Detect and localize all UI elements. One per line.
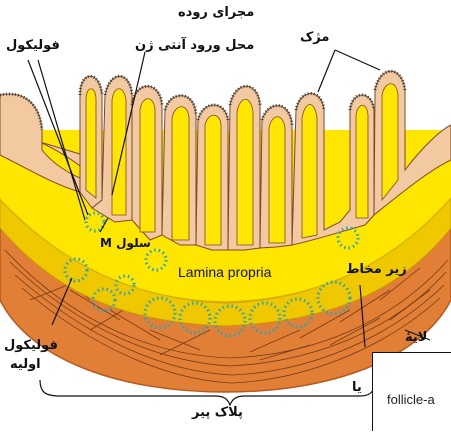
peyers-patch-label: پلاک پیر	[192, 405, 243, 420]
follicle-label: فولیکول	[6, 38, 60, 53]
antigen-entry-label: محل ورود آنتی ژن	[135, 38, 254, 53]
m-cell-label: سلول M	[100, 236, 151, 250]
layer-label: لایهٔ	[405, 330, 427, 345]
submucosa-label: زیر مخاط	[346, 262, 407, 277]
primary-follicle-label-line1: فولیکول	[4, 338, 58, 353]
inset-text: follicle-a	[387, 392, 435, 407]
primary-follicle-label-line2: اوليه	[10, 357, 41, 372]
cilia-label: مژک	[300, 30, 329, 45]
lamina-propria-label: Lamina propria	[178, 264, 271, 280]
ya-label: یا	[352, 380, 362, 395]
inset-panel: follicle-a	[372, 352, 451, 431]
lumen-label: مجرای روده	[178, 5, 254, 20]
